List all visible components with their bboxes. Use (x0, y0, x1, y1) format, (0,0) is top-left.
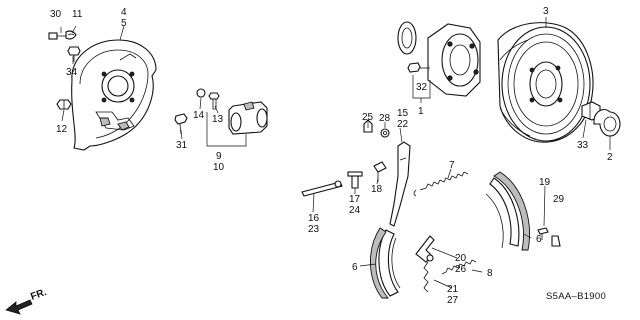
callout-11: 11 (72, 9, 83, 20)
callout-25: 25 (362, 112, 374, 123)
callout-12: 12 (56, 124, 68, 135)
callout-21: 21 (447, 284, 459, 295)
callout-20: 20 (455, 253, 467, 264)
bolt-30 (48, 32, 66, 40)
diagram-code: S5AA–B1900 (546, 291, 606, 302)
front-direction-arrow-icon (5, 299, 33, 315)
callout-9: 9 (216, 151, 222, 162)
callout-6-right: 6 (536, 234, 542, 245)
callout-28: 28 (379, 113, 391, 124)
callout-24: 24 (349, 205, 361, 216)
callout-4: 4 (121, 7, 127, 18)
callout-10: 10 (213, 162, 225, 173)
spring-clip-11 (65, 30, 77, 40)
hub-cap-2 (593, 108, 621, 137)
bleeder-bolt-31 (174, 113, 188, 135)
callout-23: 23 (308, 224, 320, 235)
callout-29: 29 (553, 194, 565, 205)
callout-30: 30 (50, 9, 62, 20)
parking-lever (389, 141, 411, 227)
pin-19 (537, 227, 549, 240)
callout-26: 26 (455, 264, 467, 275)
spring-21 (423, 254, 434, 293)
bleeder-screw-13 (208, 92, 220, 110)
callout-15: 15 (397, 108, 409, 119)
callout-3: 3 (543, 6, 549, 17)
callout-32: 32 (416, 82, 428, 93)
callout-31: 31 (176, 140, 188, 151)
callout-1: 1 (418, 106, 424, 117)
brake-shoe-right (485, 171, 530, 251)
bolt-34 (67, 46, 81, 62)
adjuster-rod-16 (301, 180, 343, 197)
callout-18: 18 (371, 184, 383, 195)
callout-27: 27 (447, 295, 459, 306)
callout-19: 19 (539, 177, 551, 188)
callout-5: 5 (121, 18, 127, 29)
retainer-29 (551, 235, 561, 247)
backing-plate (71, 39, 157, 151)
washer-28 (380, 128, 390, 138)
front-direction-label: FR. (29, 287, 48, 303)
pin-17 (347, 171, 363, 189)
hub-seal (397, 21, 417, 55)
callout-8: 8 (487, 268, 493, 279)
callout-6-left: 6 (352, 262, 358, 273)
leader-lines (60, 17, 611, 289)
callout-22: 22 (397, 119, 409, 130)
hub-unit (427, 23, 481, 97)
callout-17: 17 (349, 194, 361, 205)
callout-14: 14 (193, 110, 205, 121)
cap-14 (196, 88, 206, 98)
clip-18 (373, 161, 387, 182)
return-spring-8 (441, 259, 477, 275)
callout-34: 34 (66, 67, 78, 78)
nut-12 (56, 99, 72, 110)
adjuster-spring-7 (413, 171, 469, 197)
callout-7: 7 (449, 160, 455, 171)
callout-16: 16 (308, 213, 320, 224)
brake-shoe-left (370, 227, 401, 299)
callout-33: 33 (577, 140, 589, 151)
callout-2: 2 (607, 152, 613, 163)
callout-13: 13 (212, 114, 224, 125)
wheel-cylinder (228, 101, 268, 135)
hub-bolt-32 (407, 62, 430, 73)
brake-drum (497, 22, 594, 143)
